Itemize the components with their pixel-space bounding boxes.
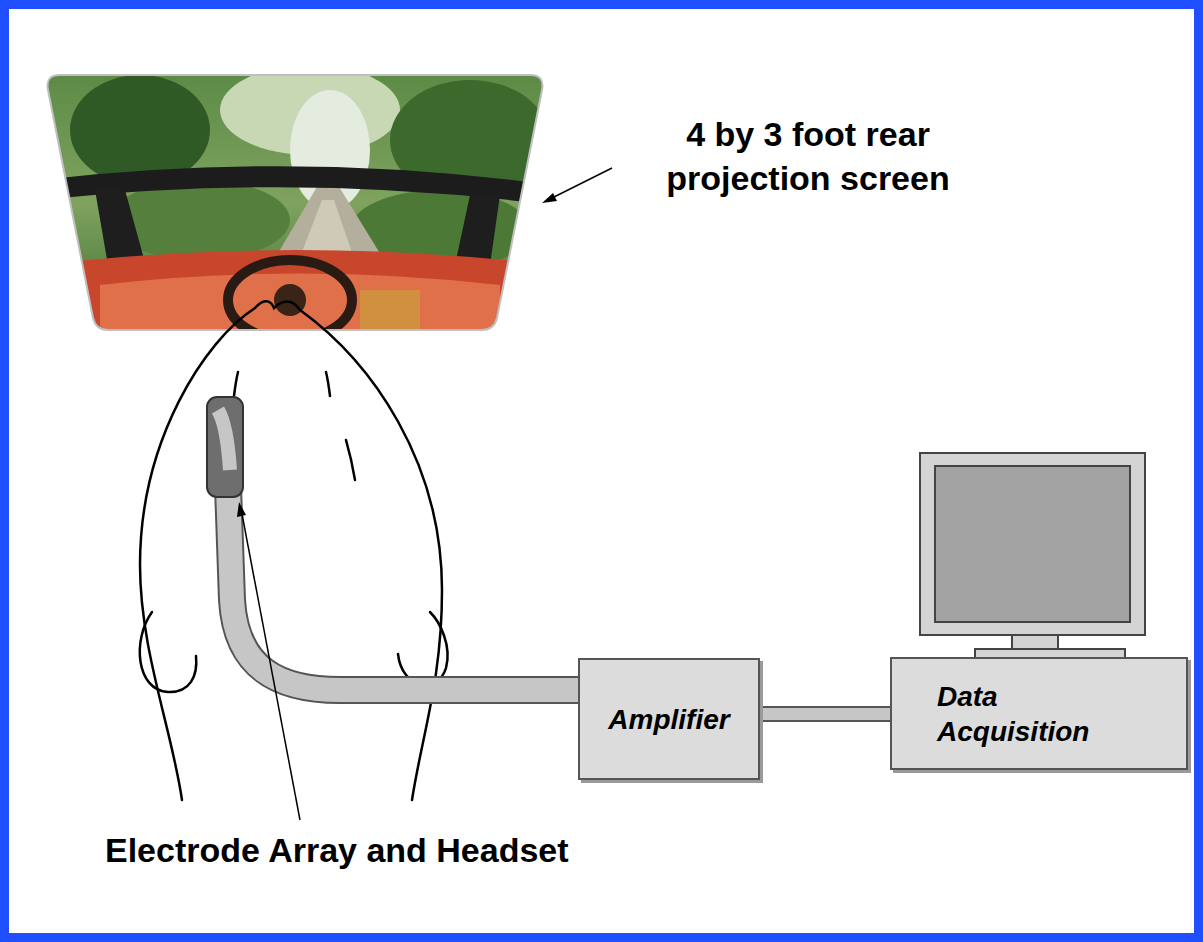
computer-monitor	[920, 453, 1145, 658]
data-acquisition-box: Data Acquisition	[890, 657, 1188, 770]
screen-label: 4 by 3 foot rear projection screen	[608, 112, 1008, 200]
electrode-headset	[207, 397, 243, 497]
screen-outline	[48, 75, 543, 330]
cable-outline	[226, 430, 580, 690]
node-text: Amplifier	[608, 702, 729, 737]
screen-image	[40, 65, 550, 340]
leader-arrow	[542, 168, 612, 203]
cable	[226, 430, 582, 690]
leader-arrow	[237, 502, 300, 820]
headset-label: Electrode Array and Headset	[105, 828, 569, 872]
amplifier-box: Amplifier	[578, 658, 760, 780]
cable-end	[218, 410, 230, 470]
head-outline	[140, 301, 448, 800]
cable-connector	[760, 714, 890, 715]
node-text: Data Acquisition	[937, 679, 1137, 749]
